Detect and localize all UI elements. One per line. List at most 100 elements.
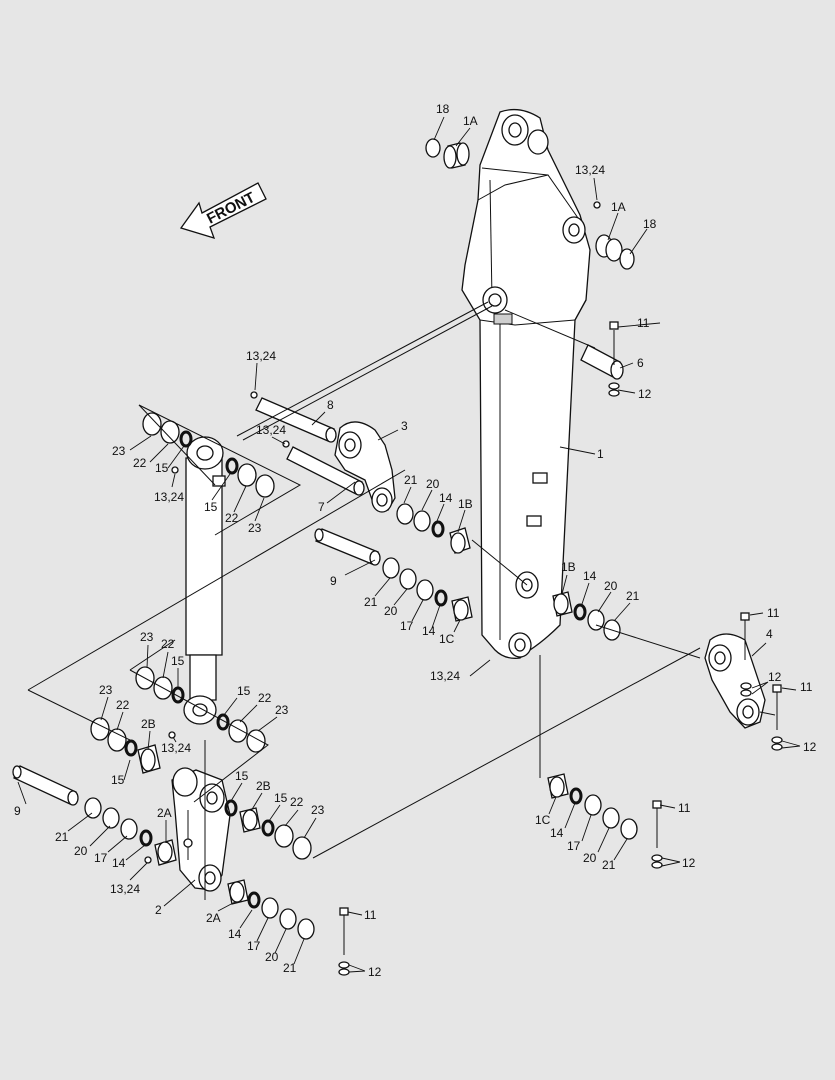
callout-label: 22	[161, 637, 175, 651]
callout-label: 7	[318, 500, 325, 514]
callout-label: 20	[74, 844, 88, 858]
callout-label: 2B	[256, 779, 271, 793]
callout-label: 1	[597, 447, 604, 461]
callout-label: 13,24	[430, 669, 460, 683]
callout-label: 13,24	[161, 741, 191, 755]
callout-label: 15	[204, 500, 218, 514]
callout-label: 14	[439, 491, 453, 505]
callout-label: 13,24	[110, 882, 140, 896]
callout-label: 18	[643, 217, 657, 231]
callout-label: 15	[171, 654, 185, 668]
callout-label: 20	[583, 851, 597, 865]
callout-label: 22	[116, 698, 130, 712]
callout-label: 11	[800, 680, 813, 694]
callout-label: 13,24	[154, 490, 184, 504]
callout-label: 14	[228, 927, 242, 941]
callout-label: 22	[290, 795, 304, 809]
callout-label: 1B	[561, 560, 576, 574]
callout-label: 20	[265, 950, 279, 964]
hydraulic-cylinder	[183, 436, 226, 725]
callout-label: 21	[283, 961, 297, 975]
callout-label: 13,24	[246, 349, 276, 363]
callout-label: 4	[766, 627, 773, 641]
callout-label: 15	[237, 684, 251, 698]
lower-right-washers	[547, 773, 663, 869]
callout-label: 20	[604, 579, 618, 593]
right-washers	[552, 591, 621, 641]
callout-label: 13,24	[575, 163, 605, 177]
callout-label: 15	[274, 791, 288, 805]
pin-9-upper	[314, 528, 473, 622]
callout-label: 14	[550, 826, 564, 840]
callout-label: 23	[112, 444, 126, 458]
link-2	[144, 767, 312, 892]
callout-label: 14	[422, 624, 436, 638]
callout-label: 20	[426, 477, 440, 491]
callout-label: 11	[678, 801, 691, 815]
callout-label: 13,24	[256, 423, 286, 437]
callout-label: 1A	[611, 200, 626, 214]
callout-label: 21	[602, 858, 616, 872]
callout-label: 21	[364, 595, 378, 609]
callout-label: 23	[140, 630, 154, 644]
callout-label: 12	[682, 856, 696, 870]
callout-label: 15	[235, 769, 249, 783]
assembly-lines	[27, 301, 776, 900]
callout-label: 1C	[439, 632, 455, 646]
callout-label: 2	[155, 903, 162, 917]
callout-label: 12	[803, 740, 817, 754]
callout-label: 3	[401, 419, 408, 433]
callout-label: 15	[111, 773, 125, 787]
callout-label: 17	[567, 839, 581, 853]
callout-label: 14	[583, 569, 597, 583]
front-arrow-icon: FRONT	[179, 182, 267, 239]
callout-label: 2A	[157, 806, 172, 820]
pin-6-assembly	[580, 321, 624, 397]
link-3	[334, 421, 396, 513]
callout-label: 12	[368, 965, 382, 979]
link-4	[704, 612, 783, 751]
callout-label: 14	[112, 856, 126, 870]
callout-label: 20	[384, 604, 398, 618]
callout-label: 21	[55, 830, 69, 844]
callout-label: 9	[14, 804, 21, 818]
callout-label: 23	[275, 703, 289, 717]
callout-label: 23	[311, 803, 325, 817]
callout-label: 17	[94, 851, 108, 865]
callout-label: 6	[637, 356, 644, 370]
callout-label: 12	[768, 670, 782, 684]
callout-label: 23	[99, 683, 113, 697]
pins-7-8	[250, 391, 365, 496]
front-label: FRONT	[204, 189, 258, 228]
callout-label: 12	[638, 387, 652, 401]
callout-label: 17	[400, 619, 414, 633]
callout-label: 2A	[206, 911, 221, 925]
callout-label: 21	[626, 589, 640, 603]
callout-label: 22	[133, 456, 147, 470]
callout-label: 22	[258, 691, 272, 705]
callout-label: 1B	[458, 497, 473, 511]
lower-washers	[227, 879, 350, 976]
callout-label: 11	[767, 606, 780, 620]
callouts: 18 1A 13,24 1A 18 11 6 12 1 13,24 8 3 13…	[14, 102, 817, 979]
callout-label: 11	[637, 316, 650, 330]
callout-label: 22	[225, 511, 239, 525]
callout-label: 11	[364, 908, 377, 922]
arm-body	[461, 108, 591, 659]
callout-label: 1A	[463, 114, 478, 128]
callout-label: 2B	[141, 717, 156, 731]
pin-9-lower	[12, 765, 153, 847]
callout-label: 23	[248, 521, 262, 535]
callout-label: 17	[247, 939, 261, 953]
leader-lines	[17, 116, 801, 973]
callout-label: 1C	[535, 813, 551, 827]
upper-left-washers	[142, 412, 275, 498]
callout-label: 9	[330, 574, 337, 588]
top-bushings	[425, 138, 635, 270]
callout-label: 8	[327, 398, 334, 412]
upper-washers	[396, 503, 471, 554]
callout-label: 15	[155, 461, 169, 475]
callout-label: 21	[404, 473, 418, 487]
